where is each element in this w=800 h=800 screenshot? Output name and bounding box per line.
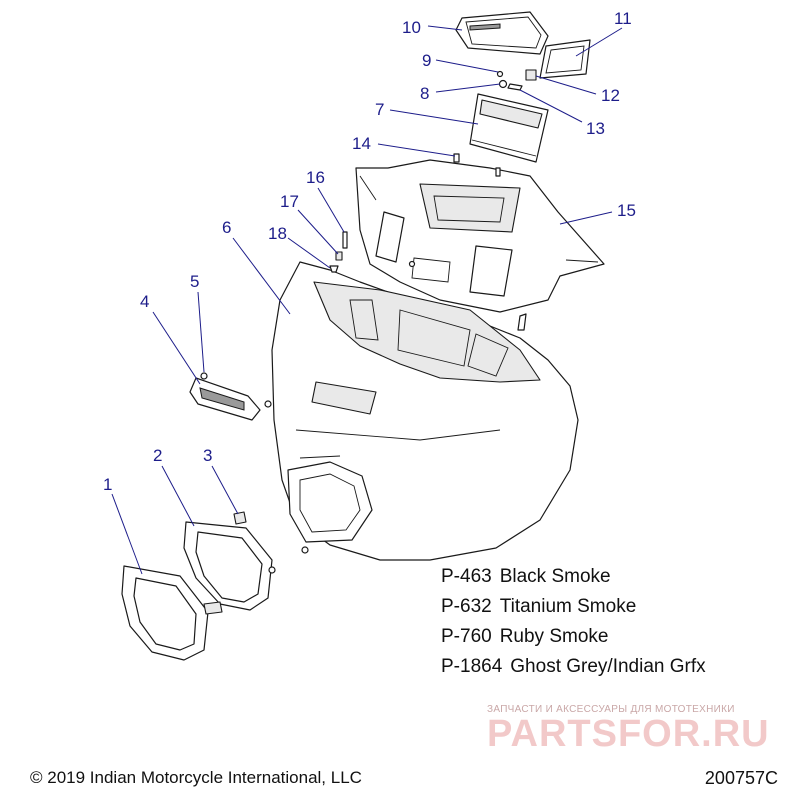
callout-8: 8 <box>420 84 429 103</box>
color-code: P-1864 <box>441 656 503 677</box>
leader-9 <box>435 59 499 73</box>
callout-numbers: 1 2 3 4 5 6 7 8 9 10 11 12 13 14 15 16 1… <box>103 9 636 494</box>
leader-lines <box>111 25 623 575</box>
leader-18 <box>287 237 331 269</box>
color-name: Titanium Smoke <box>499 596 637 617</box>
color-row: P-760 Ruby Smoke <box>441 622 706 652</box>
color-code-list: P-463 Black Smoke P-632 Titanium Smoke P-7… <box>441 562 706 682</box>
callout-3: 3 <box>203 446 212 465</box>
callout-4: 4 <box>140 292 149 311</box>
color-row: P-1864 Ghost Grey/Indian Grfx <box>441 652 706 682</box>
leader-1 <box>111 493 143 575</box>
callout-5: 5 <box>190 272 199 291</box>
leader-11 <box>575 27 623 57</box>
callout-14: 14 <box>352 134 371 153</box>
leader-5 <box>197 291 205 373</box>
leader-13 <box>519 89 583 123</box>
watermark: ЗАПЧАСТИ И АКСЕССУАРЫ ДЛЯ МОТОТЕХНИКИ PA… <box>487 704 770 756</box>
leader-3 <box>211 465 239 515</box>
color-row: P-632 Titanium Smoke <box>441 592 706 622</box>
copyright-notice: © 2019 Indian Motorcycle International, … <box>30 768 362 787</box>
part-11-lid-insert <box>539 39 591 79</box>
callout-17: 17 <box>280 192 299 211</box>
part-15-inner-fairing <box>355 159 605 313</box>
callout-9: 9 <box>422 51 431 70</box>
part-2-headlight-trim <box>183 521 276 611</box>
color-row: P-463 Black Smoke <box>441 562 706 592</box>
leader-7 <box>389 109 479 125</box>
part-8-9-12-hardware <box>496 69 537 91</box>
leader-17 <box>297 209 339 255</box>
callout-16: 16 <box>306 168 325 187</box>
part-4-light-housing <box>189 372 272 421</box>
leader-14 <box>377 143 456 157</box>
watermark-tagline: ЗАПЧАСТИ И АКСЕССУАРЫ ДЛЯ МОТОТЕХНИКИ <box>487 704 735 715</box>
leader-6 <box>232 237 291 315</box>
callout-12: 12 <box>601 86 620 105</box>
part-16-17-18-fasteners <box>329 153 527 331</box>
leader-12 <box>535 75 597 95</box>
callout-18: 18 <box>268 224 287 243</box>
leader-2 <box>161 465 195 527</box>
leader-4 <box>152 311 201 385</box>
callout-1: 1 <box>103 475 112 494</box>
callout-7: 7 <box>375 100 384 119</box>
color-code: P-760 <box>441 626 492 647</box>
part-6-outer-fairing <box>271 261 579 561</box>
callout-11: 11 <box>614 9 632 28</box>
leader-10 <box>427 25 463 31</box>
color-name: Ruby Smoke <box>499 626 609 647</box>
part-3-nut <box>233 511 247 525</box>
color-code: P-463 <box>441 566 492 587</box>
callout-2: 2 <box>153 446 162 465</box>
callout-10: 10 <box>402 18 421 37</box>
part-7-storage-bin <box>469 93 549 163</box>
color-name: Ghost Grey/Indian Grfx <box>510 656 706 677</box>
callout-13: 13 <box>586 119 605 138</box>
callout-15: 15 <box>617 201 636 220</box>
callout-6: 6 <box>222 218 231 237</box>
watermark-logo: PARTSFOR.RU <box>487 713 770 755</box>
drawing-number: 200757C <box>704 768 778 788</box>
leader-15 <box>559 211 613 225</box>
part-1-headlight-bezel <box>121 565 223 661</box>
part-10-storage-lid <box>455 11 549 55</box>
leader-8 <box>435 83 501 93</box>
color-name: Black Smoke <box>499 566 611 587</box>
leader-16 <box>317 187 345 233</box>
color-code: P-632 <box>441 596 492 617</box>
